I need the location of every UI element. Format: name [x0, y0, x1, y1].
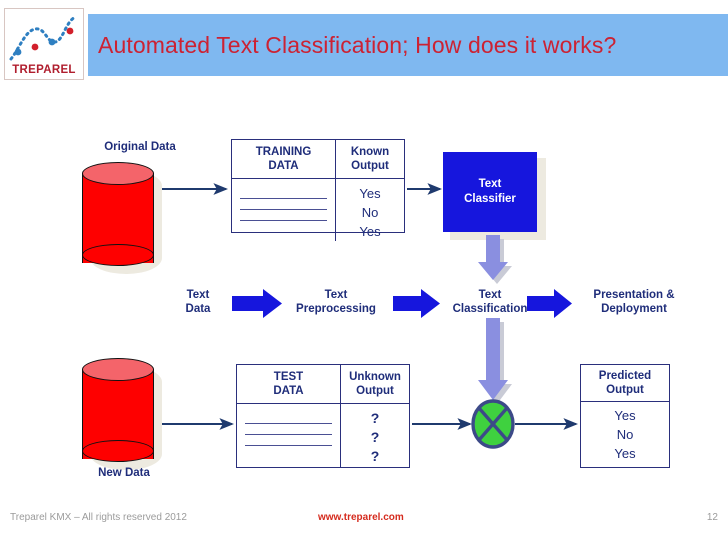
step-line-2: Preprocessing	[296, 303, 376, 315]
data-line	[240, 210, 327, 221]
table-header-row: TRAINING DATA Known Output	[232, 140, 404, 179]
cylinder-top	[82, 162, 154, 185]
pipeline-step-text-classification: Text Classification	[435, 288, 545, 316]
header-line-1: TRAINING	[255, 146, 312, 158]
cylinder-top	[82, 358, 154, 381]
logo-wave-icon	[9, 15, 77, 61]
step-line-1: Text	[186, 289, 210, 301]
step-line-1: Presentation &	[593, 289, 675, 301]
classifier-line-1: Text	[478, 178, 502, 190]
step-line-2: Deployment	[601, 303, 667, 315]
table-cell: Yes	[614, 408, 636, 423]
original-data-cylinder	[82, 162, 162, 274]
step-line-2: Data	[185, 303, 211, 315]
header-banner	[88, 14, 728, 76]
step-line-2: Classification	[452, 303, 528, 315]
page-title: Automated Text Classification; How does …	[98, 31, 617, 58]
known-output-header: Known Output	[336, 140, 404, 178]
unknown-output-header: Unknown Output	[341, 365, 409, 403]
predicted-output-values: Yes No Yes	[581, 402, 669, 467]
original-data-label: Original Data	[104, 141, 176, 153]
table-header-row: TEST DATA Unknown Output	[237, 365, 409, 404]
new-data-label: New Data	[98, 467, 150, 479]
pipeline-step-text-data: Text Data	[168, 288, 228, 316]
vertical-arrow-1	[478, 235, 508, 280]
header-line-1: TEST	[273, 371, 304, 383]
data-line	[240, 188, 327, 199]
header-line-1: Predicted	[598, 370, 652, 382]
treparel-logo: TREPAREL	[4, 8, 84, 80]
footer-copyright: Treparel KMX – All rights reserved 2012	[10, 512, 187, 523]
predicted-output-box: Predicted Output Yes No Yes	[580, 364, 670, 468]
cylinder-bottom	[82, 440, 154, 462]
table-cell: No	[616, 427, 634, 442]
table-cell: ?	[370, 429, 380, 445]
text-classifier-box: Text Classifier	[443, 152, 537, 232]
header-line-1: Unknown	[349, 371, 401, 383]
step-line-1: Text	[324, 289, 348, 301]
table-cell: Yes	[614, 446, 636, 461]
known-output-values: Yes No Yes	[336, 179, 404, 241]
test-data-lines	[237, 404, 341, 467]
block-arrow-2	[393, 289, 440, 318]
pipeline-step-presentation-deployment: Presentation & Deployment	[574, 288, 694, 316]
cylinder-bottom	[82, 244, 154, 266]
header-line-1: Known	[350, 146, 390, 158]
vertical-arrow-2	[478, 318, 508, 400]
logo-wordmark: TREPAREL	[12, 64, 76, 76]
table-body: ? ? ?	[237, 404, 409, 467]
block-arrow-1	[232, 289, 282, 318]
predicted-output-header: Predicted Output	[581, 365, 669, 402]
vertical-flow-arrows	[478, 235, 512, 404]
new-data-cylinder	[82, 358, 162, 470]
training-data-lines	[232, 179, 336, 241]
vertical-arrow-shadow-2	[482, 322, 512, 404]
classifier-line-2: Classifier	[464, 193, 516, 205]
unknown-output-values: ? ? ?	[341, 404, 409, 467]
training-data-header: TRAINING DATA	[232, 140, 336, 178]
header-line-2: Output	[356, 385, 394, 397]
table-cell: Yes	[359, 224, 381, 239]
footer-url[interactable]: www.treparel.com	[318, 512, 404, 523]
header-line-2: Output	[606, 384, 644, 396]
data-line	[245, 424, 332, 435]
data-line	[240, 199, 327, 210]
multiply-x-icon	[471, 399, 515, 449]
data-line	[245, 413, 332, 424]
table-cell: No	[361, 205, 379, 220]
header-line-2: DATA	[268, 160, 299, 172]
table-cell: ?	[370, 448, 380, 464]
table-cell: Yes	[359, 186, 381, 201]
test-data-table: TEST DATA Unknown Output ? ? ?	[236, 364, 410, 468]
training-data-table: TRAINING DATA Known Output Yes No Yes	[231, 139, 405, 241]
header-line-2: DATA	[273, 385, 304, 397]
table-body: Yes No Yes	[232, 179, 404, 241]
pipeline-step-text-preprocessing: Text Preprocessing	[280, 288, 392, 316]
step-line-1: Text	[478, 289, 502, 301]
header-line-2: Output	[351, 160, 389, 172]
data-line	[245, 435, 332, 446]
vertical-arrow-shadow-1	[482, 239, 512, 284]
test-data-header: TEST DATA	[237, 365, 341, 403]
table-cell: ?	[370, 410, 380, 426]
footer-page-number: 12	[706, 512, 718, 523]
